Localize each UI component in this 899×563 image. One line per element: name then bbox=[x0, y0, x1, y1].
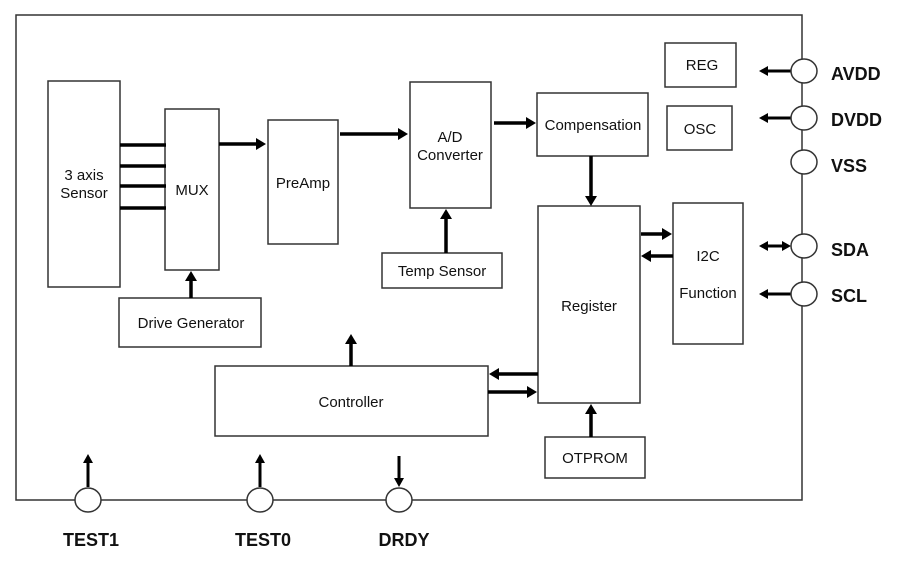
pin-test1: TEST1 bbox=[63, 454, 119, 550]
arrow-controller-up bbox=[345, 334, 357, 366]
drive-generator-block: Drive Generator bbox=[118, 297, 262, 348]
pin-vss: VSS bbox=[790, 149, 867, 176]
pin-circle bbox=[790, 281, 818, 307]
temp-sensor-block-box bbox=[381, 252, 503, 289]
pin-label-test1: TEST1 bbox=[63, 530, 119, 550]
pin-label-sda: SDA bbox=[831, 240, 869, 260]
i2c-block-box bbox=[672, 202, 744, 345]
mux-block: MUX bbox=[164, 108, 220, 271]
pin-circle bbox=[246, 487, 274, 513]
pin-label-avdd: AVDD bbox=[831, 64, 881, 84]
i2c-label-line1: I2C bbox=[696, 248, 720, 265]
reg-block-box bbox=[664, 42, 737, 88]
arrow-controller-to-register bbox=[488, 386, 537, 398]
otprom-label: OTPROM bbox=[562, 450, 628, 467]
pin-dvdd: DVDD bbox=[759, 105, 882, 131]
preamp-label: PreAmp bbox=[276, 175, 330, 192]
arrow-adc-to-compensation bbox=[494, 117, 536, 129]
arrow-drive-generator-to-mux bbox=[185, 271, 197, 298]
controller-label: Controller bbox=[318, 394, 383, 411]
adc-block-box bbox=[409, 81, 492, 209]
pin-label-test0: TEST0 bbox=[235, 530, 291, 550]
register-block-box bbox=[537, 205, 641, 404]
adc-block: A/D Converter bbox=[409, 81, 492, 209]
pin-test0: TEST0 bbox=[235, 454, 291, 550]
controller-block: Controller bbox=[214, 365, 489, 437]
pin-circle bbox=[790, 105, 818, 131]
pin-circle bbox=[385, 487, 413, 513]
temp-sensor-block: Temp Sensor bbox=[381, 252, 503, 289]
arrow-compensation-to-register bbox=[585, 156, 597, 206]
osc-block-box bbox=[666, 105, 733, 151]
drive-generator-label: Drive Generator bbox=[138, 315, 245, 332]
pin-sda: SDA bbox=[759, 233, 869, 260]
arrow-temp-sensor-to-adc bbox=[440, 209, 452, 253]
pin-label-scl: SCL bbox=[831, 286, 867, 306]
arrow-register-to-i2c bbox=[641, 228, 672, 240]
drive-generator-block-box bbox=[118, 297, 262, 348]
sensor-label-line1: 3 axis bbox=[64, 167, 103, 184]
sensor-label-line2: Sensor bbox=[60, 185, 108, 202]
pin-avdd: AVDD bbox=[759, 58, 881, 84]
mux-label: MUX bbox=[175, 182, 208, 199]
pin-circle bbox=[790, 58, 818, 84]
osc-label: OSC bbox=[684, 121, 717, 138]
pin-scl: SCL bbox=[759, 281, 867, 307]
compensation-label: Compensation bbox=[545, 117, 642, 134]
compensation-block-box bbox=[536, 92, 649, 157]
i2c-label-line2: Function bbox=[679, 285, 737, 302]
sensor-block: 3 axis Sensor bbox=[47, 80, 121, 288]
pin-circle bbox=[74, 487, 102, 513]
reg-block: REG bbox=[664, 42, 737, 88]
preamp-block: PreAmp bbox=[267, 119, 339, 245]
reg-label: REG bbox=[686, 57, 719, 74]
pin-circle bbox=[790, 233, 818, 259]
osc-block: OSC bbox=[666, 105, 733, 151]
register-block: Register bbox=[537, 205, 641, 404]
controller-block-box bbox=[214, 365, 489, 437]
mux-block-box bbox=[164, 108, 220, 271]
otprom-block: OTPROM bbox=[544, 436, 646, 479]
pin-drdy: DRDY bbox=[378, 456, 430, 550]
i2c-block: I2C Function bbox=[672, 202, 744, 345]
pin-label-drdy: DRDY bbox=[378, 530, 429, 550]
pin-label-dvdd: DVDD bbox=[831, 110, 882, 130]
arrow-mux-to-preamp bbox=[219, 138, 266, 150]
arrow-preamp-to-adc bbox=[340, 128, 408, 140]
compensation-block: Compensation bbox=[536, 92, 649, 157]
temp-sensor-label: Temp Sensor bbox=[398, 263, 486, 280]
otprom-block-box bbox=[544, 436, 646, 479]
arrow-otprom-to-register bbox=[585, 404, 597, 437]
preamp-block-box bbox=[267, 119, 339, 245]
arrow-i2c-to-register bbox=[641, 250, 673, 262]
register-label: Register bbox=[561, 298, 617, 315]
adc-label-line2: Converter bbox=[417, 147, 483, 164]
pin-label-vss: VSS bbox=[831, 156, 867, 176]
sensor-block-box bbox=[47, 80, 121, 288]
pin-circle bbox=[790, 149, 818, 175]
adc-label-line1: A/D bbox=[437, 129, 462, 146]
arrow-register-to-controller bbox=[489, 368, 538, 380]
sensor-mux-bus bbox=[120, 143, 166, 210]
